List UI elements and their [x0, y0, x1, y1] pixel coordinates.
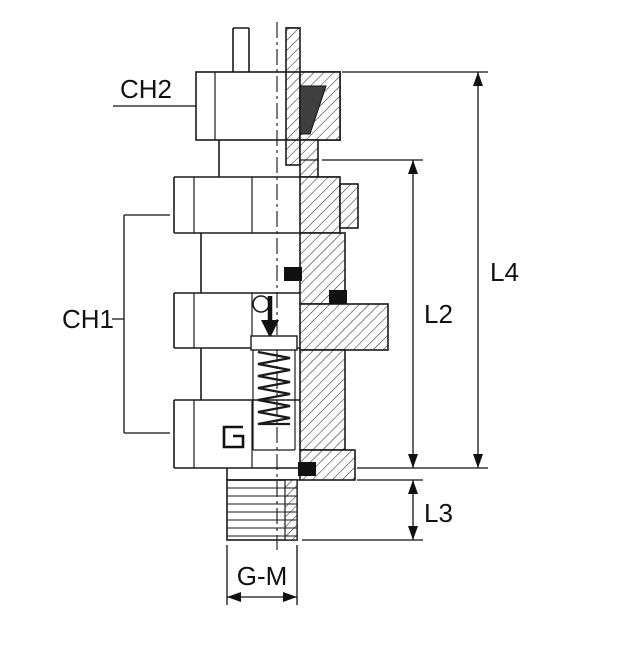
tube-outline — [232, 27, 300, 72]
label-gm: G-M — [237, 561, 288, 591]
tube-nut — [195, 71, 341, 141]
body-neck-section — [299, 139, 319, 178]
l4-extension-lines — [342, 71, 488, 469]
o-ring-seal — [284, 267, 302, 281]
cutting-ring — [299, 85, 327, 135]
gm-extension-lines — [226, 545, 298, 605]
label-ch2: CH2 — [120, 74, 172, 104]
check-ball — [252, 295, 270, 313]
tube-wall-section — [285, 27, 301, 166]
body-flange-section — [339, 183, 359, 229]
label-ch1: CH1 — [62, 304, 114, 334]
threaded-stud — [226, 479, 298, 541]
dimension-arrow — [473, 72, 483, 86]
poppet — [250, 335, 298, 351]
spring — [257, 350, 291, 426]
o-ring-seal — [298, 462, 316, 476]
dimension-arrow — [283, 592, 297, 602]
bore-lines — [252, 159, 318, 451]
bulkhead-locknut-section — [299, 303, 389, 351]
label-l4: L4 — [490, 257, 519, 287]
ch1-bracket — [112, 214, 170, 434]
dimension-arrow — [408, 480, 418, 494]
thread-lines — [227, 487, 297, 537]
body-left-profile — [173, 140, 340, 481]
o-ring-seal — [329, 290, 347, 304]
manufacturer-logo — [222, 425, 245, 449]
tube — [232, 27, 301, 166]
dimension-l4: L4 — [342, 71, 519, 469]
stud-wall-section — [284, 479, 298, 541]
body-lower-section — [299, 349, 346, 451]
dimension-l3: L3 — [302, 479, 453, 541]
label-l3: L3 — [424, 498, 453, 528]
l3-extension-lines — [302, 479, 423, 541]
hex-facet-lines — [193, 72, 253, 468]
label-l2: L2 — [424, 299, 453, 329]
dimension-arrow — [408, 160, 418, 174]
dimension-arrow — [227, 592, 241, 602]
body-upper-section — [299, 176, 341, 234]
dimension-arrow — [408, 454, 418, 468]
callout-ch2: CH2 — [113, 74, 196, 107]
dimension-l2: L2 — [322, 159, 453, 468]
dimension-arrow — [473, 454, 483, 468]
dimension-gm: G-M — [226, 545, 298, 605]
flow-direction-arrowhead — [261, 320, 279, 338]
fitting-body — [173, 72, 389, 481]
callout-ch1: CH1 — [62, 214, 170, 434]
valve-internals — [250, 295, 298, 426]
dimension-arrow — [408, 526, 418, 540]
